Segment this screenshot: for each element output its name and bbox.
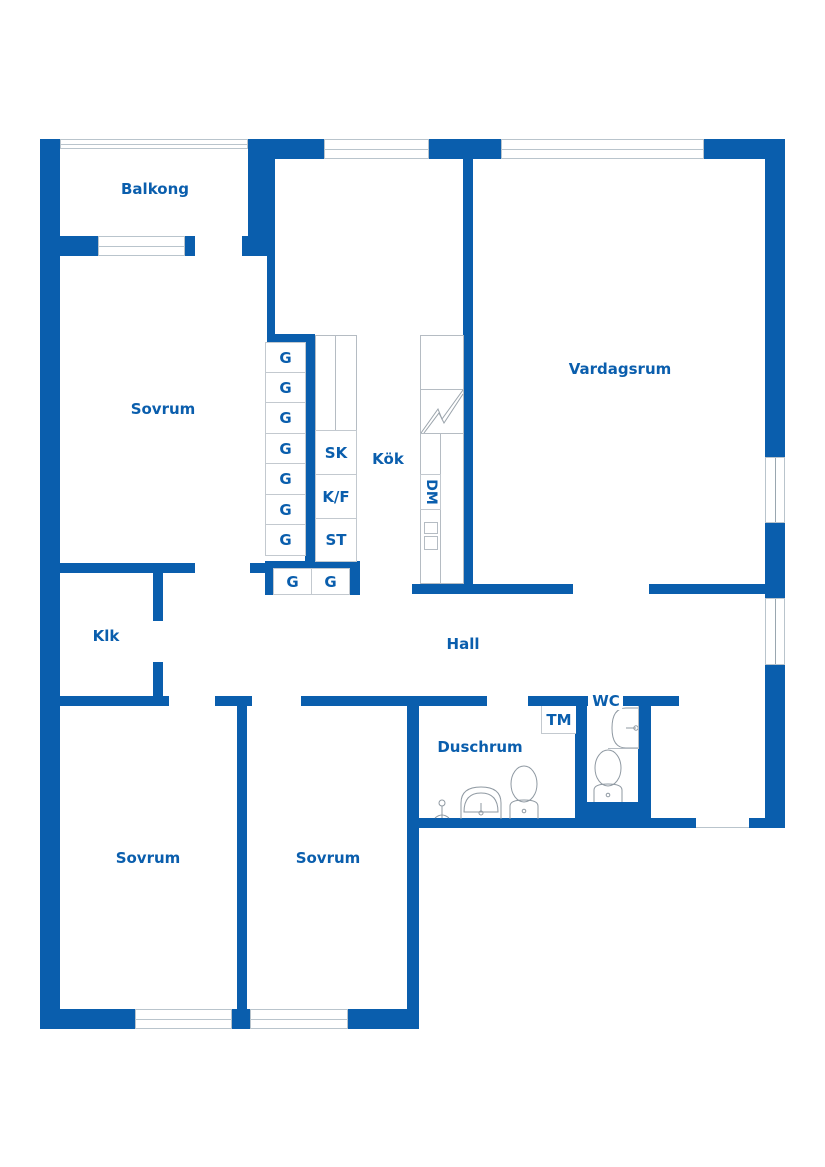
wardrobe-g-7: G <box>265 524 306 556</box>
window-bedroom-left-bottom <box>135 1009 232 1029</box>
wall-bedroom-top-bottom <box>40 563 195 573</box>
wardrobe-g-2: G <box>265 372 306 403</box>
room-label-sovrum-top: Sovrum <box>130 400 196 418</box>
wall-wardrobe-top <box>267 334 315 342</box>
kitchen-drawer-1 <box>424 522 438 534</box>
wall-bath-wc-divider <box>575 696 587 828</box>
wall-kitchen-living <box>463 139 473 594</box>
wardrobe-g-5: G <box>265 463 306 495</box>
wall-bottom-right-stub <box>749 818 785 828</box>
room-label-klk: Klk <box>92 627 120 645</box>
kitchen-counter-right-outer <box>440 433 464 584</box>
wall-wardrobe-bottom <box>265 561 360 569</box>
wall-bedroom-divider-cap <box>215 696 252 706</box>
wall-bottom-left <box>40 1009 135 1029</box>
sink-duschrum-icon <box>460 786 502 819</box>
wall-balkong-bottom-pier <box>185 236 195 256</box>
kitchen-dishwasher-dm: DM <box>420 474 441 510</box>
kitchen-stove-st: ST <box>315 518 357 562</box>
dishwasher-label: DM <box>422 479 439 505</box>
toilet-wc-icon <box>593 749 623 802</box>
wall-wc-right <box>638 696 651 828</box>
window-bedroom-mid-bottom <box>250 1009 348 1029</box>
kitchen-fridge-kf: K/F <box>315 474 357 519</box>
window-hall-right <box>765 598 785 665</box>
wall-left-exterior <box>40 139 60 1029</box>
room-label-vardagsrum: Vardagsrum <box>568 360 672 378</box>
wardrobe-g-1: G <box>265 342 306 373</box>
wall-bedroom-kitchen <box>267 139 275 339</box>
wall-klk-right-lower <box>153 662 163 706</box>
window-living-top <box>501 139 704 159</box>
room-label-hall: Hall <box>446 635 480 653</box>
window-balkong-top <box>60 139 248 149</box>
room-label-sovrum-bottom-left: Sovrum <box>115 849 181 867</box>
wall-balkong-bottom-left <box>40 236 98 256</box>
wall-bath-top-right <box>528 696 588 706</box>
kitchen-drawer-2 <box>424 536 438 550</box>
toilet-duschrum-icon <box>509 765 539 819</box>
wardrobe-g-4: G <box>265 433 306 464</box>
window-kitchen-top <box>324 139 429 159</box>
wall-klk-bottom <box>40 696 169 706</box>
wall-wardrobe-hall-stub <box>250 563 270 573</box>
wall-right-bedroom <box>407 705 419 1029</box>
wall-right-mid <box>765 523 785 598</box>
wall-klk-right-upper <box>153 563 163 621</box>
wall-bedroom-divider <box>237 696 247 1029</box>
wall-bottom-bath <box>407 818 696 828</box>
room-label-sovrum-bottom-mid: Sovrum <box>295 849 361 867</box>
kitchen-counter-right-top <box>420 335 464 390</box>
wall-living-hall <box>649 584 785 594</box>
shower-icon <box>434 799 450 819</box>
wardrobe-g-bottom-1: G <box>273 568 312 595</box>
wall-bottom-right <box>348 1009 419 1029</box>
electric-symbol-icon <box>420 389 464 434</box>
entrance-door-opening <box>696 818 749 828</box>
window-living-right <box>765 457 785 523</box>
wardrobe-g-6: G <box>265 494 306 525</box>
wall-wardrobe-bottom-right <box>350 561 360 595</box>
window-balkong-door <box>98 236 185 256</box>
wall-right-upper <box>765 139 785 457</box>
kitchen-counter-upper-b <box>335 335 357 431</box>
wall-bedroom-mid-top <box>301 696 487 706</box>
wc-cabinet <box>608 706 639 749</box>
room-label-balkong: Balkong <box>121 180 189 198</box>
laundry-tm: TM <box>541 706 576 734</box>
wardrobe-g-bottom-2: G <box>311 568 350 595</box>
wall-top-right-corner <box>704 139 785 159</box>
room-label-duschrum: Duschrum <box>437 738 523 756</box>
kitchen-counter-upper-a <box>315 335 336 431</box>
wall-wc-top-right <box>623 696 679 706</box>
wall-wc-bottom <box>575 802 651 828</box>
wall-balkong-bottom-right <box>242 236 268 256</box>
kitchen-sink-sk: SK <box>315 430 357 475</box>
room-label-kok: Kök <box>372 450 404 468</box>
wall-right-lower <box>765 665 785 828</box>
wardrobe-g-3: G <box>265 402 306 434</box>
wall-wardrobe-spine <box>305 334 315 568</box>
wall-kitchen-hall <box>412 584 573 594</box>
room-label-wc: WC <box>590 692 622 710</box>
wall-wardrobe-bottom-left <box>265 561 273 595</box>
